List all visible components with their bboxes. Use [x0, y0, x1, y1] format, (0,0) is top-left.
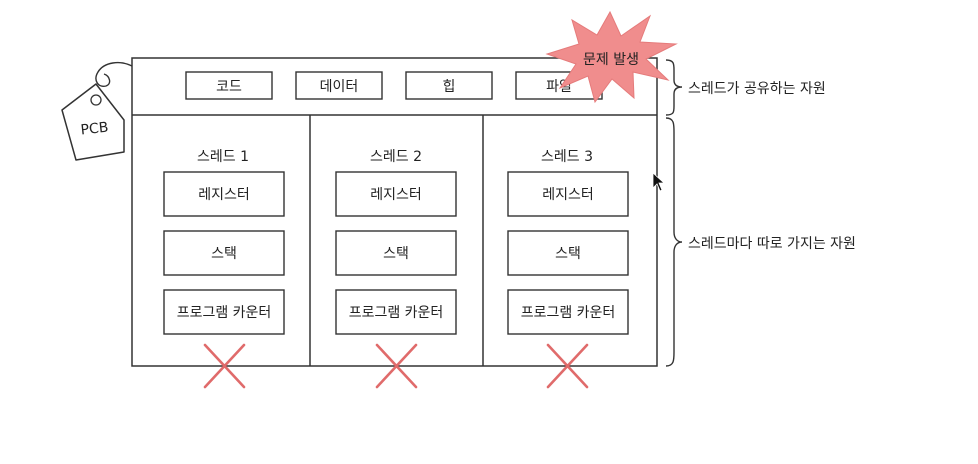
register-box	[163, 171, 285, 217]
shared-segment-data: 데이터	[295, 71, 383, 100]
stack-box	[507, 230, 629, 276]
pcb-tag-string	[95, 61, 133, 87]
program-counter-label: 프로그램 카운터	[177, 305, 272, 321]
thread-column-3: 스레드 3 레지스터 스택 프로그램 카운터	[507, 149, 629, 389]
stack-box	[335, 230, 457, 276]
stack-box	[163, 230, 285, 276]
program-counter-box	[335, 289, 457, 335]
segment-label: 힙	[443, 79, 456, 95]
segment-label: 데이터	[320, 79, 359, 95]
thread-column-2: 스레드 2 레지스터 스택 프로그램 카운터	[335, 149, 457, 389]
cross-icon	[203, 343, 246, 389]
thread-title: 스레드 3	[541, 149, 593, 165]
thread-title: 스레드 1	[197, 149, 249, 165]
per-thread-annotation: 스레드마다 따로 가지는 자원	[688, 236, 856, 252]
program-counter-box	[163, 289, 285, 335]
stack-label: 스택	[211, 246, 237, 262]
cross-icon	[375, 343, 418, 389]
program-counter-label: 프로그램 카운터	[521, 305, 616, 321]
process-box	[131, 57, 658, 367]
pcb-tag-label: PCB	[80, 120, 109, 139]
program-counter-label: 프로그램 카운터	[349, 305, 444, 321]
burst-icon	[545, 10, 678, 104]
problem-burst: 문제 발생	[545, 10, 678, 104]
pcb-tag: PCB	[61, 83, 125, 161]
register-label: 레지스터	[542, 187, 594, 203]
register-box	[507, 171, 629, 217]
per-thread-brace	[665, 117, 683, 367]
shared-annotation: 스레드가 공유하는 자원	[688, 81, 826, 97]
problem-burst-label: 문제 발생	[583, 52, 639, 68]
register-label: 레지스터	[198, 187, 250, 203]
thread-title: 스레드 2	[370, 149, 422, 165]
shared-brace	[665, 59, 683, 116]
cross-icon	[546, 343, 589, 389]
register-box	[335, 171, 457, 217]
cursor-icon	[652, 172, 666, 192]
thread-column-1: 스레드 1 레지스터 스택 프로그램 카운터	[163, 149, 285, 389]
stack-label: 스택	[383, 246, 409, 262]
pcb-tag-hole	[90, 94, 102, 106]
segment-label: 코드	[216, 79, 242, 95]
stack-label: 스택	[555, 246, 581, 262]
shared-segment-code: 코드	[185, 71, 273, 100]
program-counter-box	[507, 289, 629, 335]
shared-segment-heap: 힙	[405, 71, 493, 100]
register-label: 레지스터	[370, 187, 422, 203]
